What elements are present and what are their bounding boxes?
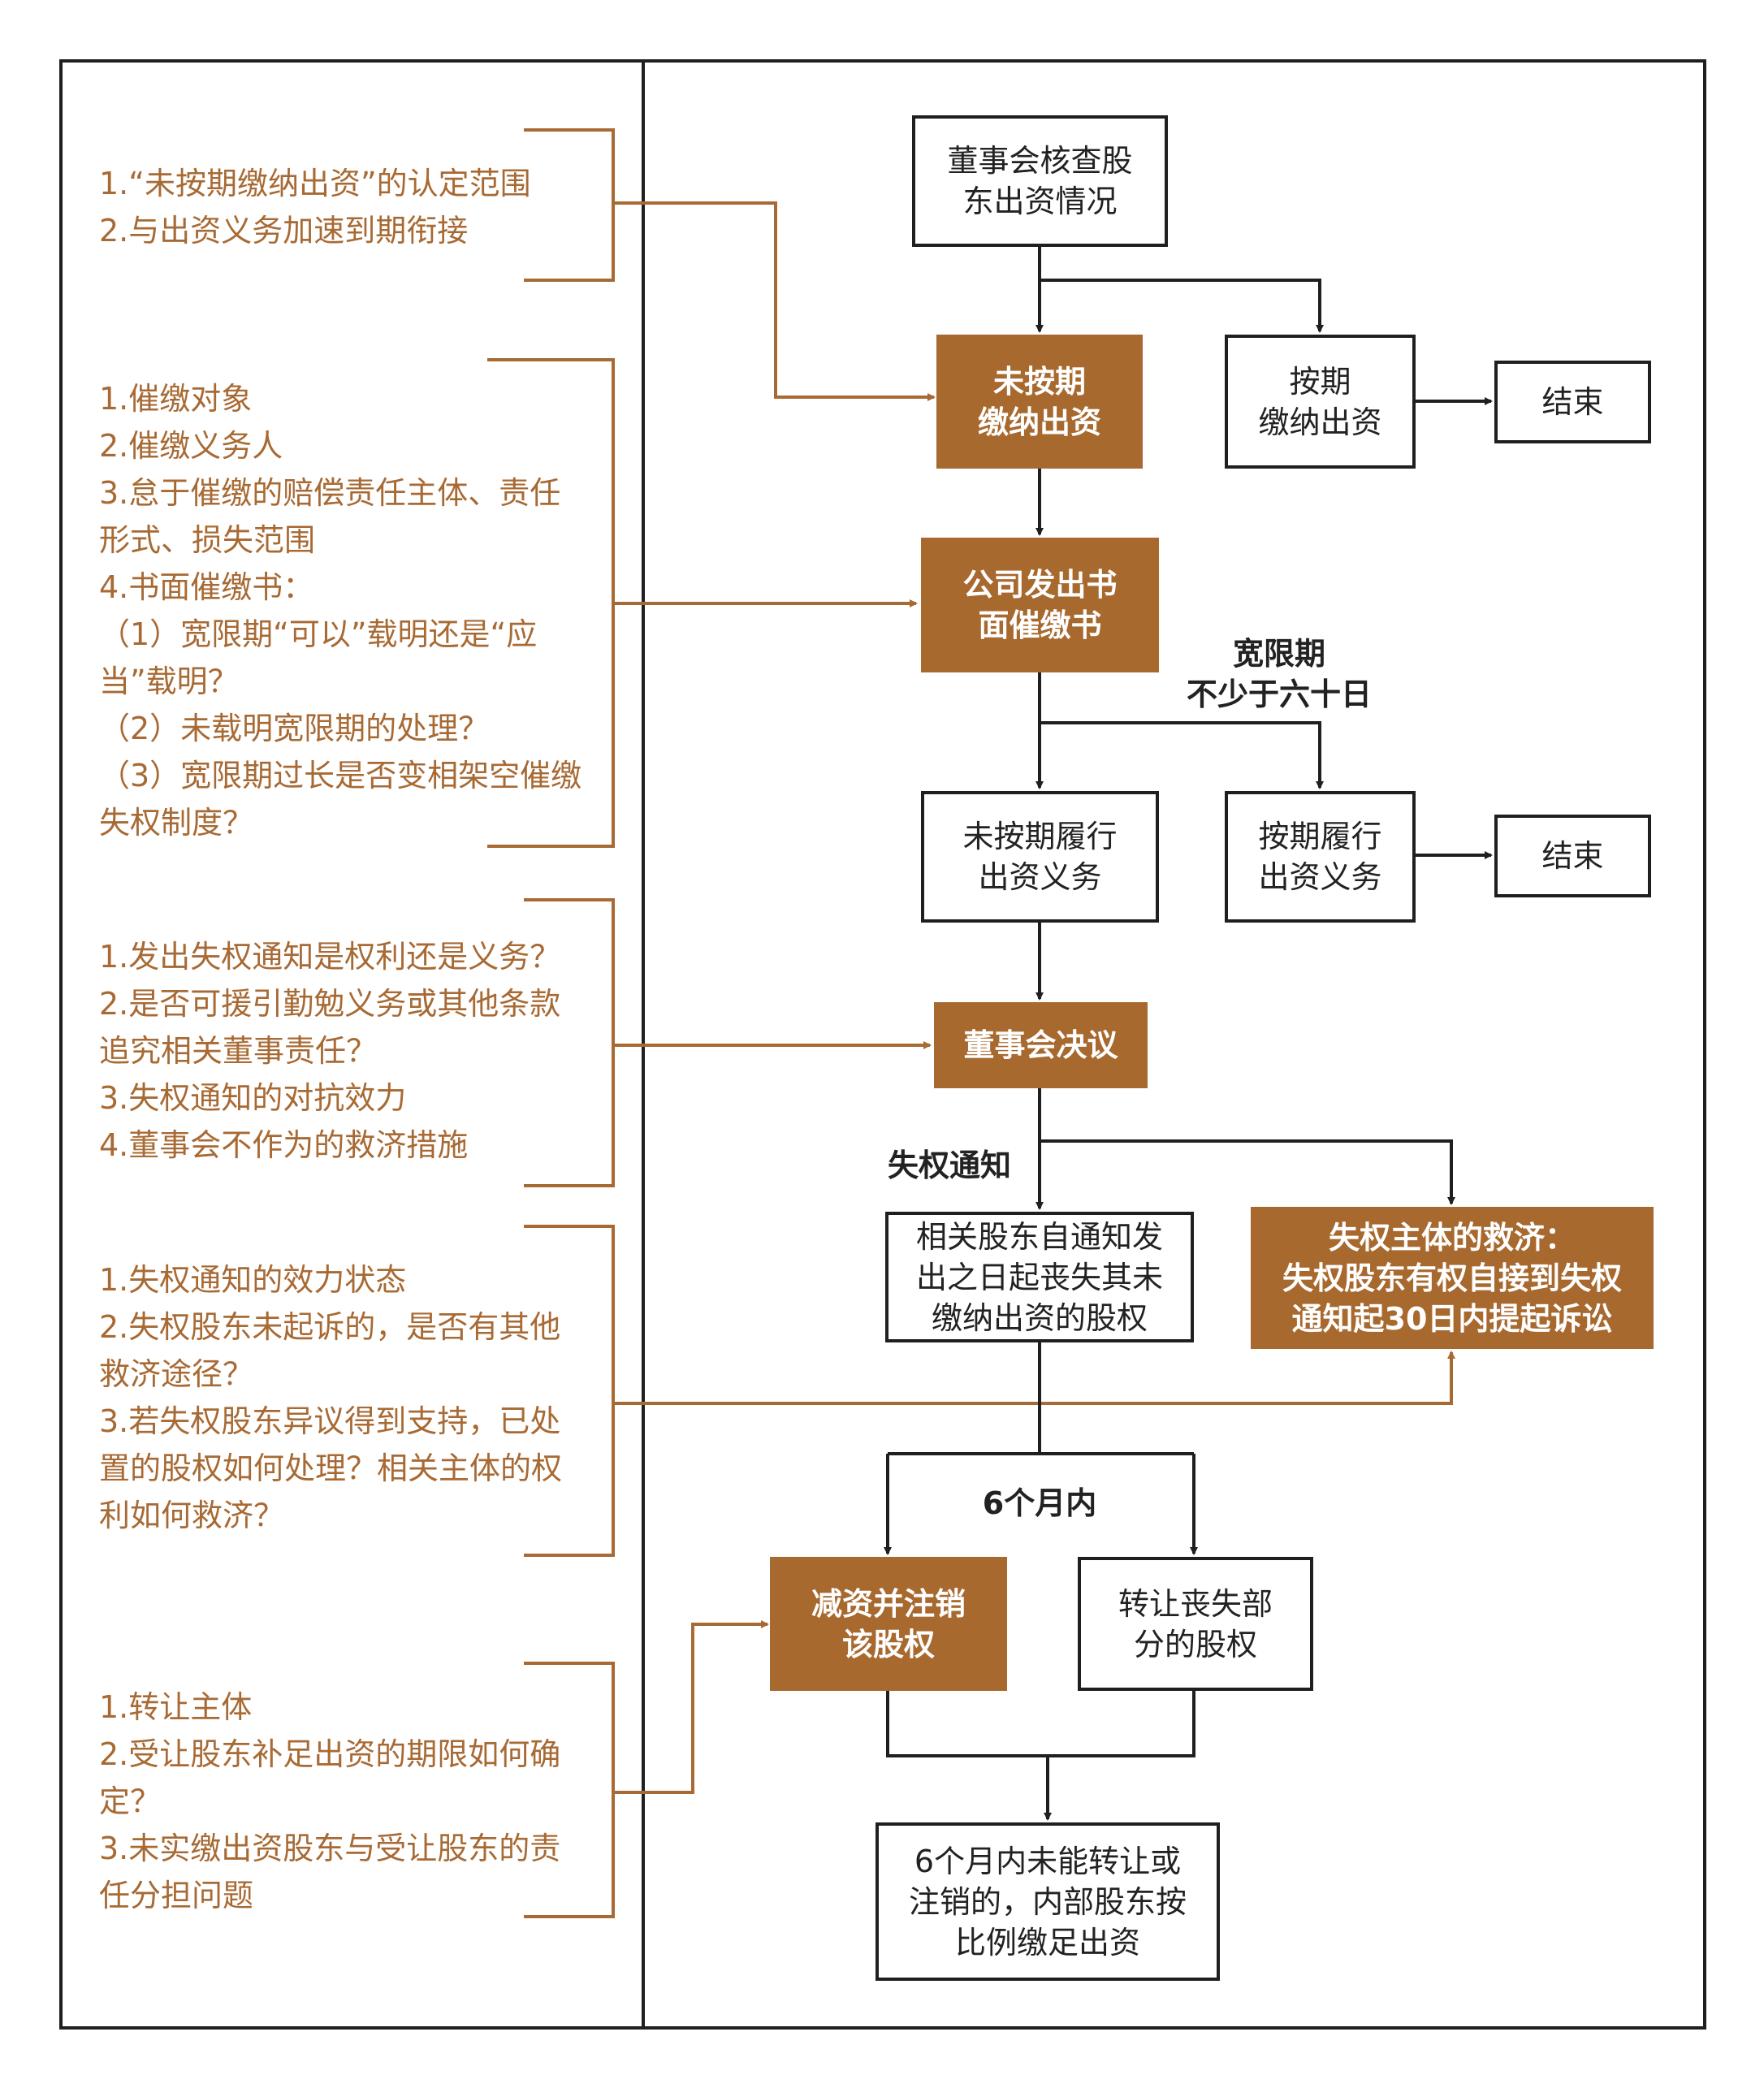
note-2-line-6: （2）未载明宽限期的处理？ <box>99 711 490 746</box>
node-written-notice: 公司发出书 面催缴书 <box>921 538 1159 672</box>
label-forfeit-notice: 失权通知 <box>888 1148 1012 1183</box>
note-1: 1.“未按期缴纳出资”的认定范围 2.与出资义务加速到期衔接 <box>99 160 586 254</box>
note-2-line-4: 4.书面催缴书： <box>99 569 314 605</box>
outer-frame <box>59 59 1706 2030</box>
note-4: 1.失权通知的效力状态 2.失权股东未起诉的，是否有其他救济途径？ 3.若失权股… <box>99 1256 586 1539</box>
node-board-check: 董事会核查股 东出资情况 <box>912 115 1168 247</box>
note-1-line-2: 2.与出资义务加速到期衔接 <box>99 213 469 249</box>
node-reduce-capital-label: 减资并注销 该股权 <box>811 1585 966 1662</box>
note-2-line-1: 1.催缴对象 <box>99 381 253 417</box>
node-end-2: 结束 <box>1494 815 1651 897</box>
node-not-fulfilled-label: 未按期履行 出资义务 <box>962 819 1118 895</box>
node-board-resolution: 董事会决议 <box>934 1002 1148 1088</box>
node-relief-label: 失权主体的救济： 失权股东有权自接到失权 通知起30日内提起诉讼 <box>1282 1219 1622 1337</box>
note-2: 1.催缴对象 2.催缴义务人 3.怠于催缴的赔偿责任主体、责任形式、损失范围 4… <box>99 375 586 846</box>
note-3-line-4: 4.董事会不作为的救济措施 <box>99 1127 469 1163</box>
link-note5-reduce <box>613 1620 769 1794</box>
label-grace-period: 宽限期 不少于六十日 <box>1186 636 1372 712</box>
flow-merge-to-final <box>886 1691 1195 1819</box>
note-2-line-3: 3.怠于催缴的赔偿责任主体、责任形式、损失范围 <box>99 475 561 558</box>
note-2-line-7: （3）宽限期过长是否变相架空催缴失权制度？ <box>99 758 582 841</box>
note-2-line-2: 2.催缴义务人 <box>99 428 283 464</box>
note-3-line-3: 3.失权通知的对抗效力 <box>99 1080 407 1116</box>
node-lose-equity-label: 相关股东自通知发 出之日起丧失其未 缴纳出资的股权 <box>915 1218 1163 1336</box>
node-end-2-label: 结束 <box>1541 838 1604 874</box>
note-4-line-2: 2.失权股东未起诉的，是否有其他救济途径？ <box>99 1309 561 1392</box>
node-not-paid: 未按期 缴纳出资 <box>936 335 1143 469</box>
note-2-line-5: （1）宽限期“可以”载明还是“应当”载明？ <box>99 616 538 699</box>
note-4-line-3: 3.若失权股东异议得到支持，已处置的股权如何处理？相关主体的权利如何救济？ <box>99 1403 563 1533</box>
node-transfer: 转让丧失部 分的股权 <box>1078 1557 1313 1691</box>
node-board-check-label: 董事会核查股 东出资情况 <box>947 143 1133 219</box>
node-end-1: 结束 <box>1494 361 1651 443</box>
node-board-resolution-label: 董事会决议 <box>963 1027 1118 1063</box>
note-1-line-1: 1.“未按期缴纳出资”的认定范围 <box>99 166 531 201</box>
node-lose-equity: 相关股东自通知发 出之日起丧失其未 缴纳出资的股权 <box>885 1212 1194 1342</box>
link-note1-not-paid <box>613 201 936 401</box>
node-reduce-capital: 减资并注销 该股权 <box>770 1557 1007 1691</box>
link-note4-relief <box>613 1351 1455 1405</box>
node-paid-on-time-label: 按期 缴纳出资 <box>1258 363 1382 440</box>
flow-check-to-paid <box>1040 279 1324 333</box>
node-paid-on-time: 按期 缴纳出资 <box>1225 335 1416 469</box>
note-3: 1.发出失权通知是权利还是义务？ 2.是否可援引勤勉义务或其他条款追究相关董事责… <box>99 933 586 1169</box>
node-fulfilled: 按期履行 出资义务 <box>1225 791 1416 923</box>
node-not-fulfilled: 未按期履行 出资义务 <box>921 791 1159 923</box>
note-3-line-2: 2.是否可援引勤勉义务或其他条款追究相关董事责任？ <box>99 986 561 1069</box>
flow-split-to-reduce <box>888 1452 1194 1554</box>
flow-notice-to-fulfilled <box>1040 721 1324 789</box>
node-end-1-label: 结束 <box>1541 384 1604 420</box>
node-not-paid-label: 未按期 缴纳出资 <box>977 363 1101 440</box>
node-relief: 失权主体的救济： 失权股东有权自接到失权 通知起30日内提起诉讼 <box>1251 1207 1654 1349</box>
note-5-line-3: 3.未实缴出资股东与受让股东的责任分担问题 <box>99 1831 561 1913</box>
note-5-line-1: 1.转让主体 <box>99 1689 253 1725</box>
flow-resolution-to-relief <box>1040 1139 1455 1205</box>
bracket-4 <box>524 1225 615 1557</box>
node-written-notice-label: 公司发出书 面催缴书 <box>962 567 1118 643</box>
bracket-5 <box>524 1662 615 1918</box>
node-fulfilled-label: 按期履行 出资义务 <box>1258 819 1382 895</box>
note-5: 1.转让主体 2.受让股东补足出资的期限如何确定？ 3.未实缴出资股东与受让股东… <box>99 1684 586 1919</box>
node-transfer-label: 转让丧失部 分的股权 <box>1118 1585 1273 1662</box>
bracket-3 <box>524 898 615 1187</box>
note-5-line-2: 2.受让股东补足出资的期限如何确定？ <box>99 1736 561 1819</box>
node-final: 6个月内未能转让或 注销的，内部股东按 比例缴足出资 <box>876 1822 1220 1981</box>
bracket-1 <box>524 128 615 282</box>
label-six-months: 6个月内 <box>982 1485 1097 1521</box>
node-final-label: 6个月内未能转让或 注销的，内部股东按 比例缴足出资 <box>908 1843 1187 1960</box>
note-3-line-1: 1.发出失权通知是权利还是义务？ <box>99 939 561 975</box>
note-4-line-1: 1.失权通知的效力状态 <box>99 1262 407 1298</box>
